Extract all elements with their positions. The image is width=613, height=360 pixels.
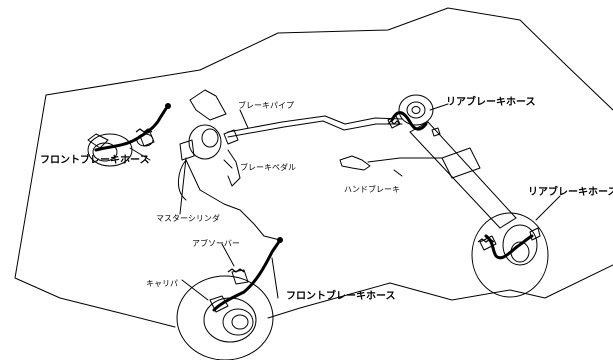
front-bottom-hose-end	[277, 237, 283, 243]
brake-pedal-arm	[228, 150, 240, 186]
rear-brake-hose-label-top: リアブレーキホース	[446, 98, 536, 108]
rear-plate	[442, 148, 480, 178]
front-brake-hose-label-bottom: フロントブレーキホース	[286, 292, 396, 302]
hand-brake-cable	[368, 158, 442, 162]
front-brake-line	[186, 160, 280, 240]
front-brake-hose-label-left: フロントブレーキホース	[40, 156, 150, 166]
rear-axle	[410, 122, 516, 228]
adjuster-label: アブソーバー	[192, 240, 240, 248]
hand-brake-label: ハンドブレーキ	[344, 186, 400, 194]
master-cylinder-label: マスターシリンダ	[156, 215, 220, 223]
brake-pipe-label: ブレーキパイプ	[238, 102, 294, 110]
front-left-hose-end	[165, 103, 171, 109]
hand-brake-lever	[340, 156, 370, 170]
rear-brake-hose-label-right: リアブレーキホース	[528, 188, 613, 198]
front-bottom-wheel	[177, 270, 273, 360]
front-bottom-spring	[228, 269, 244, 272]
brake-pedal-label: ブレーキペダル	[240, 164, 296, 172]
caliper-label: キャリパ	[146, 280, 178, 288]
rear-right-wheel	[472, 213, 548, 297]
leader-lines	[130, 104, 560, 300]
rear-right-hose	[486, 236, 532, 258]
brake-pipe	[228, 116, 402, 137]
vehicle-floor-outline	[15, 8, 613, 327]
master-cylinder-assembly	[180, 90, 238, 160]
